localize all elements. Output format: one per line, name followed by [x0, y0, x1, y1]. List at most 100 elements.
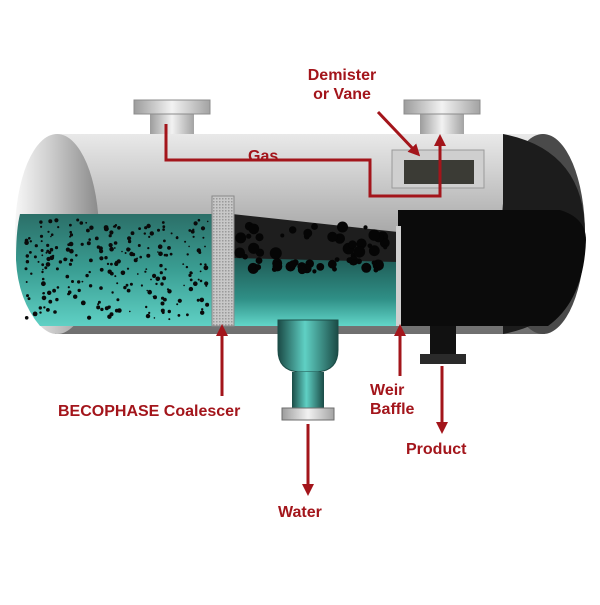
droplet	[206, 220, 209, 223]
droplet	[235, 232, 247, 244]
droplet	[104, 306, 109, 311]
droplet	[41, 270, 44, 274]
droplet	[353, 246, 366, 258]
droplet	[40, 225, 43, 228]
droplet	[149, 231, 154, 236]
droplet	[334, 257, 340, 262]
droplet	[58, 260, 63, 264]
droplet	[368, 245, 380, 257]
droplet	[26, 294, 29, 298]
oil-droplets-emulsion	[24, 218, 210, 321]
droplet	[45, 262, 51, 267]
droplet	[116, 282, 119, 285]
droplet	[100, 307, 104, 312]
droplet	[177, 314, 181, 317]
droplet	[69, 223, 72, 227]
droplet	[25, 254, 29, 258]
droplet	[77, 280, 81, 284]
droplet	[125, 283, 129, 287]
droplet	[50, 235, 52, 238]
droplet	[146, 253, 151, 258]
droplet	[153, 317, 156, 319]
droplet	[160, 301, 165, 306]
droplet	[303, 228, 313, 238]
droplet	[185, 265, 189, 269]
droplet	[130, 231, 135, 236]
droplet	[80, 242, 84, 246]
droplet	[148, 311, 151, 314]
product-label: Product	[406, 441, 467, 458]
droplet	[128, 248, 131, 251]
droplet	[117, 308, 122, 313]
droplet	[71, 280, 74, 283]
droplet	[44, 266, 48, 270]
droplet	[157, 228, 160, 232]
droplet	[153, 295, 157, 300]
droplet	[96, 245, 101, 249]
droplet	[199, 279, 203, 283]
droplet	[163, 253, 167, 257]
droplet	[79, 221, 84, 225]
droplet	[199, 297, 205, 303]
droplet	[109, 246, 114, 252]
droplet	[163, 297, 167, 302]
droplet	[34, 244, 38, 248]
droplet	[106, 262, 110, 266]
droplet	[169, 252, 173, 256]
droplet	[163, 239, 166, 243]
droplet	[53, 310, 57, 314]
droplet	[205, 302, 210, 307]
droplet	[24, 267, 28, 271]
weir-baffle-label: Weir Baffle	[370, 381, 414, 419]
droplet	[337, 221, 348, 233]
coalescer-element	[211, 195, 235, 327]
droplet	[38, 306, 42, 310]
droplet	[200, 310, 205, 315]
droplet	[41, 254, 44, 257]
droplet	[129, 310, 131, 313]
droplet	[361, 262, 372, 273]
emulsion-section	[16, 214, 212, 326]
droplet	[47, 290, 52, 295]
droplet	[51, 254, 55, 258]
droplet	[167, 246, 171, 250]
droplet	[109, 271, 114, 276]
droplet	[234, 247, 245, 259]
droplet	[121, 250, 123, 253]
droplet	[167, 309, 171, 314]
droplet	[30, 272, 33, 275]
droplet	[196, 248, 201, 253]
droplet	[144, 270, 147, 273]
coalescer-label: BECOPHASE Coalescer	[58, 403, 241, 420]
droplet	[86, 228, 90, 233]
droplet	[49, 247, 54, 252]
droplet	[327, 231, 338, 242]
droplet	[147, 289, 152, 295]
weir-label-line1: Weir	[370, 382, 405, 399]
droplet	[41, 263, 45, 267]
droplet	[201, 308, 204, 311]
droplet	[40, 240, 43, 243]
droplet	[144, 226, 148, 230]
droplet	[41, 281, 46, 287]
droplet	[88, 270, 91, 274]
droplet	[184, 240, 187, 243]
droplet	[99, 256, 104, 261]
droplet	[246, 233, 252, 239]
droplet	[67, 290, 72, 295]
droplet	[126, 288, 131, 293]
droplet	[188, 245, 190, 248]
droplet	[124, 252, 127, 254]
droplet	[280, 233, 285, 238]
droplet	[248, 223, 260, 235]
droplet	[311, 223, 318, 230]
droplet	[183, 284, 185, 287]
droplet	[176, 303, 179, 306]
droplet	[114, 275, 117, 278]
gas-label: Gas	[248, 148, 279, 165]
droplet	[255, 264, 262, 271]
droplet	[368, 229, 380, 241]
droplet	[54, 246, 59, 250]
droplet	[297, 265, 307, 275]
